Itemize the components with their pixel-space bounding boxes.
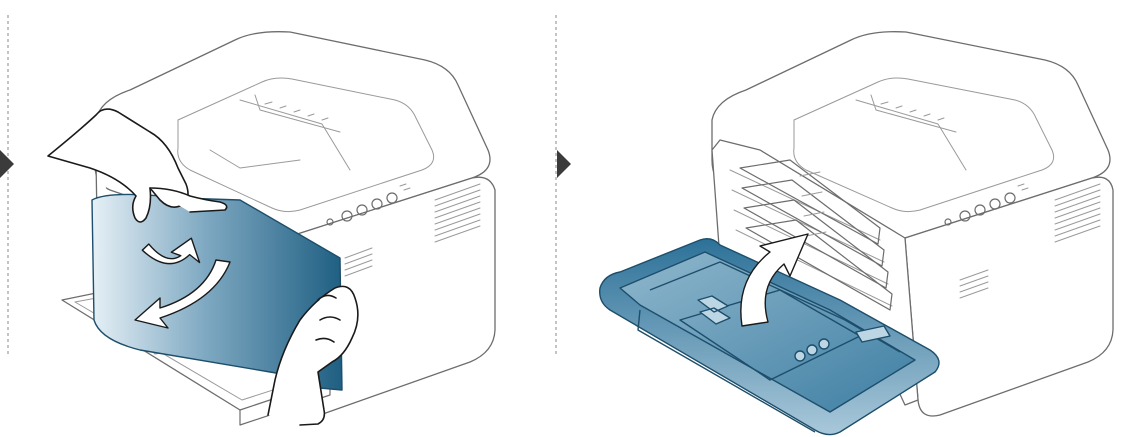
printer-illustration-step-2	[599, 31, 1114, 436]
step-marker-icon	[557, 150, 571, 178]
front-cover-opened	[599, 238, 940, 436]
front-cover-opening	[91, 193, 343, 391]
curved-arrow-down-icon	[141, 237, 201, 265]
control-panel	[944, 183, 1029, 226]
side-vent	[344, 183, 481, 277]
curved-arrow-up-icon	[740, 233, 809, 327]
side-vent	[959, 183, 1101, 299]
hand-icon	[47, 108, 359, 426]
control-panel	[326, 183, 411, 226]
step-marker-icon	[0, 150, 14, 178]
printer-illustration-step-1	[47, 31, 496, 426]
